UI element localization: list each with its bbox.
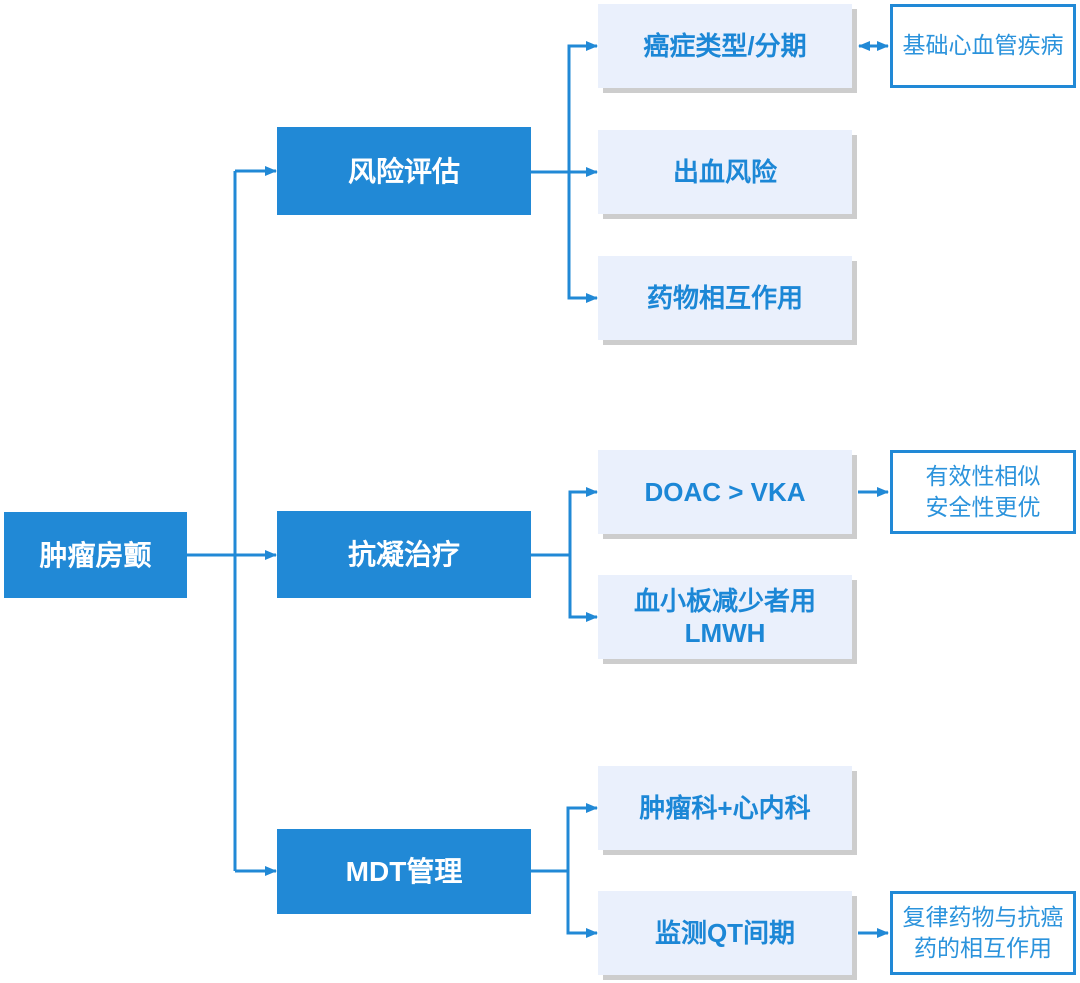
node-risk-assessment: 风险评估 <box>277 127 531 215</box>
connector-mdt-to-qt <box>566 871 598 938</box>
note-cardiovascular-disease: 基础心血管疾病 <box>890 4 1076 88</box>
node-tumor-af: 肿瘤房颤 <box>4 512 187 598</box>
node-doac-vka: DOAC > VKA <box>598 450 852 534</box>
node-mdt-management: MDT管理 <box>277 829 531 914</box>
connector-anticoag-to-doac <box>568 487 598 555</box>
node-oncology-cardiology: 肿瘤科+心内科 <box>598 766 852 850</box>
note-cardioversion-interaction: 复律药物与抗癌 药的相互作用 <box>890 891 1076 975</box>
connector-mdt-to-oncology <box>566 803 598 871</box>
node-drug-interaction: 药物相互作用 <box>598 256 852 340</box>
connector-risk-to-cancer-type <box>567 41 598 172</box>
node-anticoagulation: 抗凝治疗 <box>277 511 531 598</box>
connector-anticoag-to-lmwh <box>568 555 598 622</box>
node-lmwh-thrombocytopenia: 血小板减少者用 LMWH <box>598 575 852 659</box>
note-efficacy-safety: 有效性相似 安全性更优 <box>890 450 1076 534</box>
node-cancer-type-stage: 癌症类型/分期 <box>598 4 852 88</box>
connector-risk-to-drug-interaction <box>567 172 598 303</box>
node-qt-monitoring: 监测QT间期 <box>598 891 852 975</box>
node-bleeding-risk: 出血风险 <box>598 130 852 214</box>
